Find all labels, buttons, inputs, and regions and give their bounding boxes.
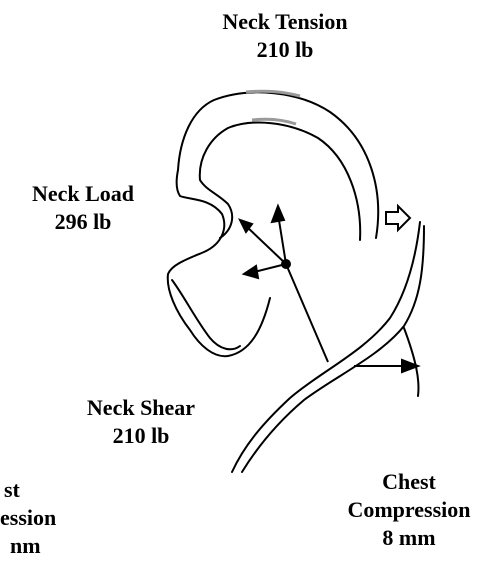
neck-load-value: 296 lb: [8, 208, 158, 236]
neck-back: [242, 226, 424, 472]
neck-load-label: Neck Load 296 lb: [8, 180, 158, 236]
face-contour: [172, 280, 240, 349]
neck-tension-title: Neck Tension: [200, 8, 370, 36]
neck-shear-label: Neck Shear 210 lb: [56, 394, 226, 450]
neck-shear-value: 210 lb: [56, 422, 226, 450]
hollow-arrow: [386, 206, 410, 230]
chest-right-line1: Chest: [322, 468, 496, 496]
neck-load-title: Neck Load: [8, 180, 158, 208]
head-outline-outer: [168, 92, 378, 356]
neck-load-shaft: [286, 264, 328, 362]
chest-left-line3: nm: [0, 532, 80, 560]
chest-compression-left-label: st ession nm: [0, 476, 80, 560]
tension-arrowhead: [272, 206, 284, 222]
neck-shear-title: Neck Shear: [56, 394, 226, 422]
chest-left-line1: st: [0, 476, 80, 504]
pivot-point: [282, 260, 290, 268]
neck-front: [232, 222, 420, 472]
neck-tension-label: Neck Tension 210 lb: [200, 8, 370, 64]
chest-right-line3: 8 mm: [322, 524, 496, 552]
chest-right-line2: Compression: [322, 496, 496, 524]
neck-tension-value: 210 lb: [200, 36, 370, 64]
shear-arrowhead: [244, 266, 258, 278]
chest-compression-right-label: Chest Compression 8 mm: [322, 468, 496, 552]
chest-left-line2: ession: [0, 504, 80, 532]
